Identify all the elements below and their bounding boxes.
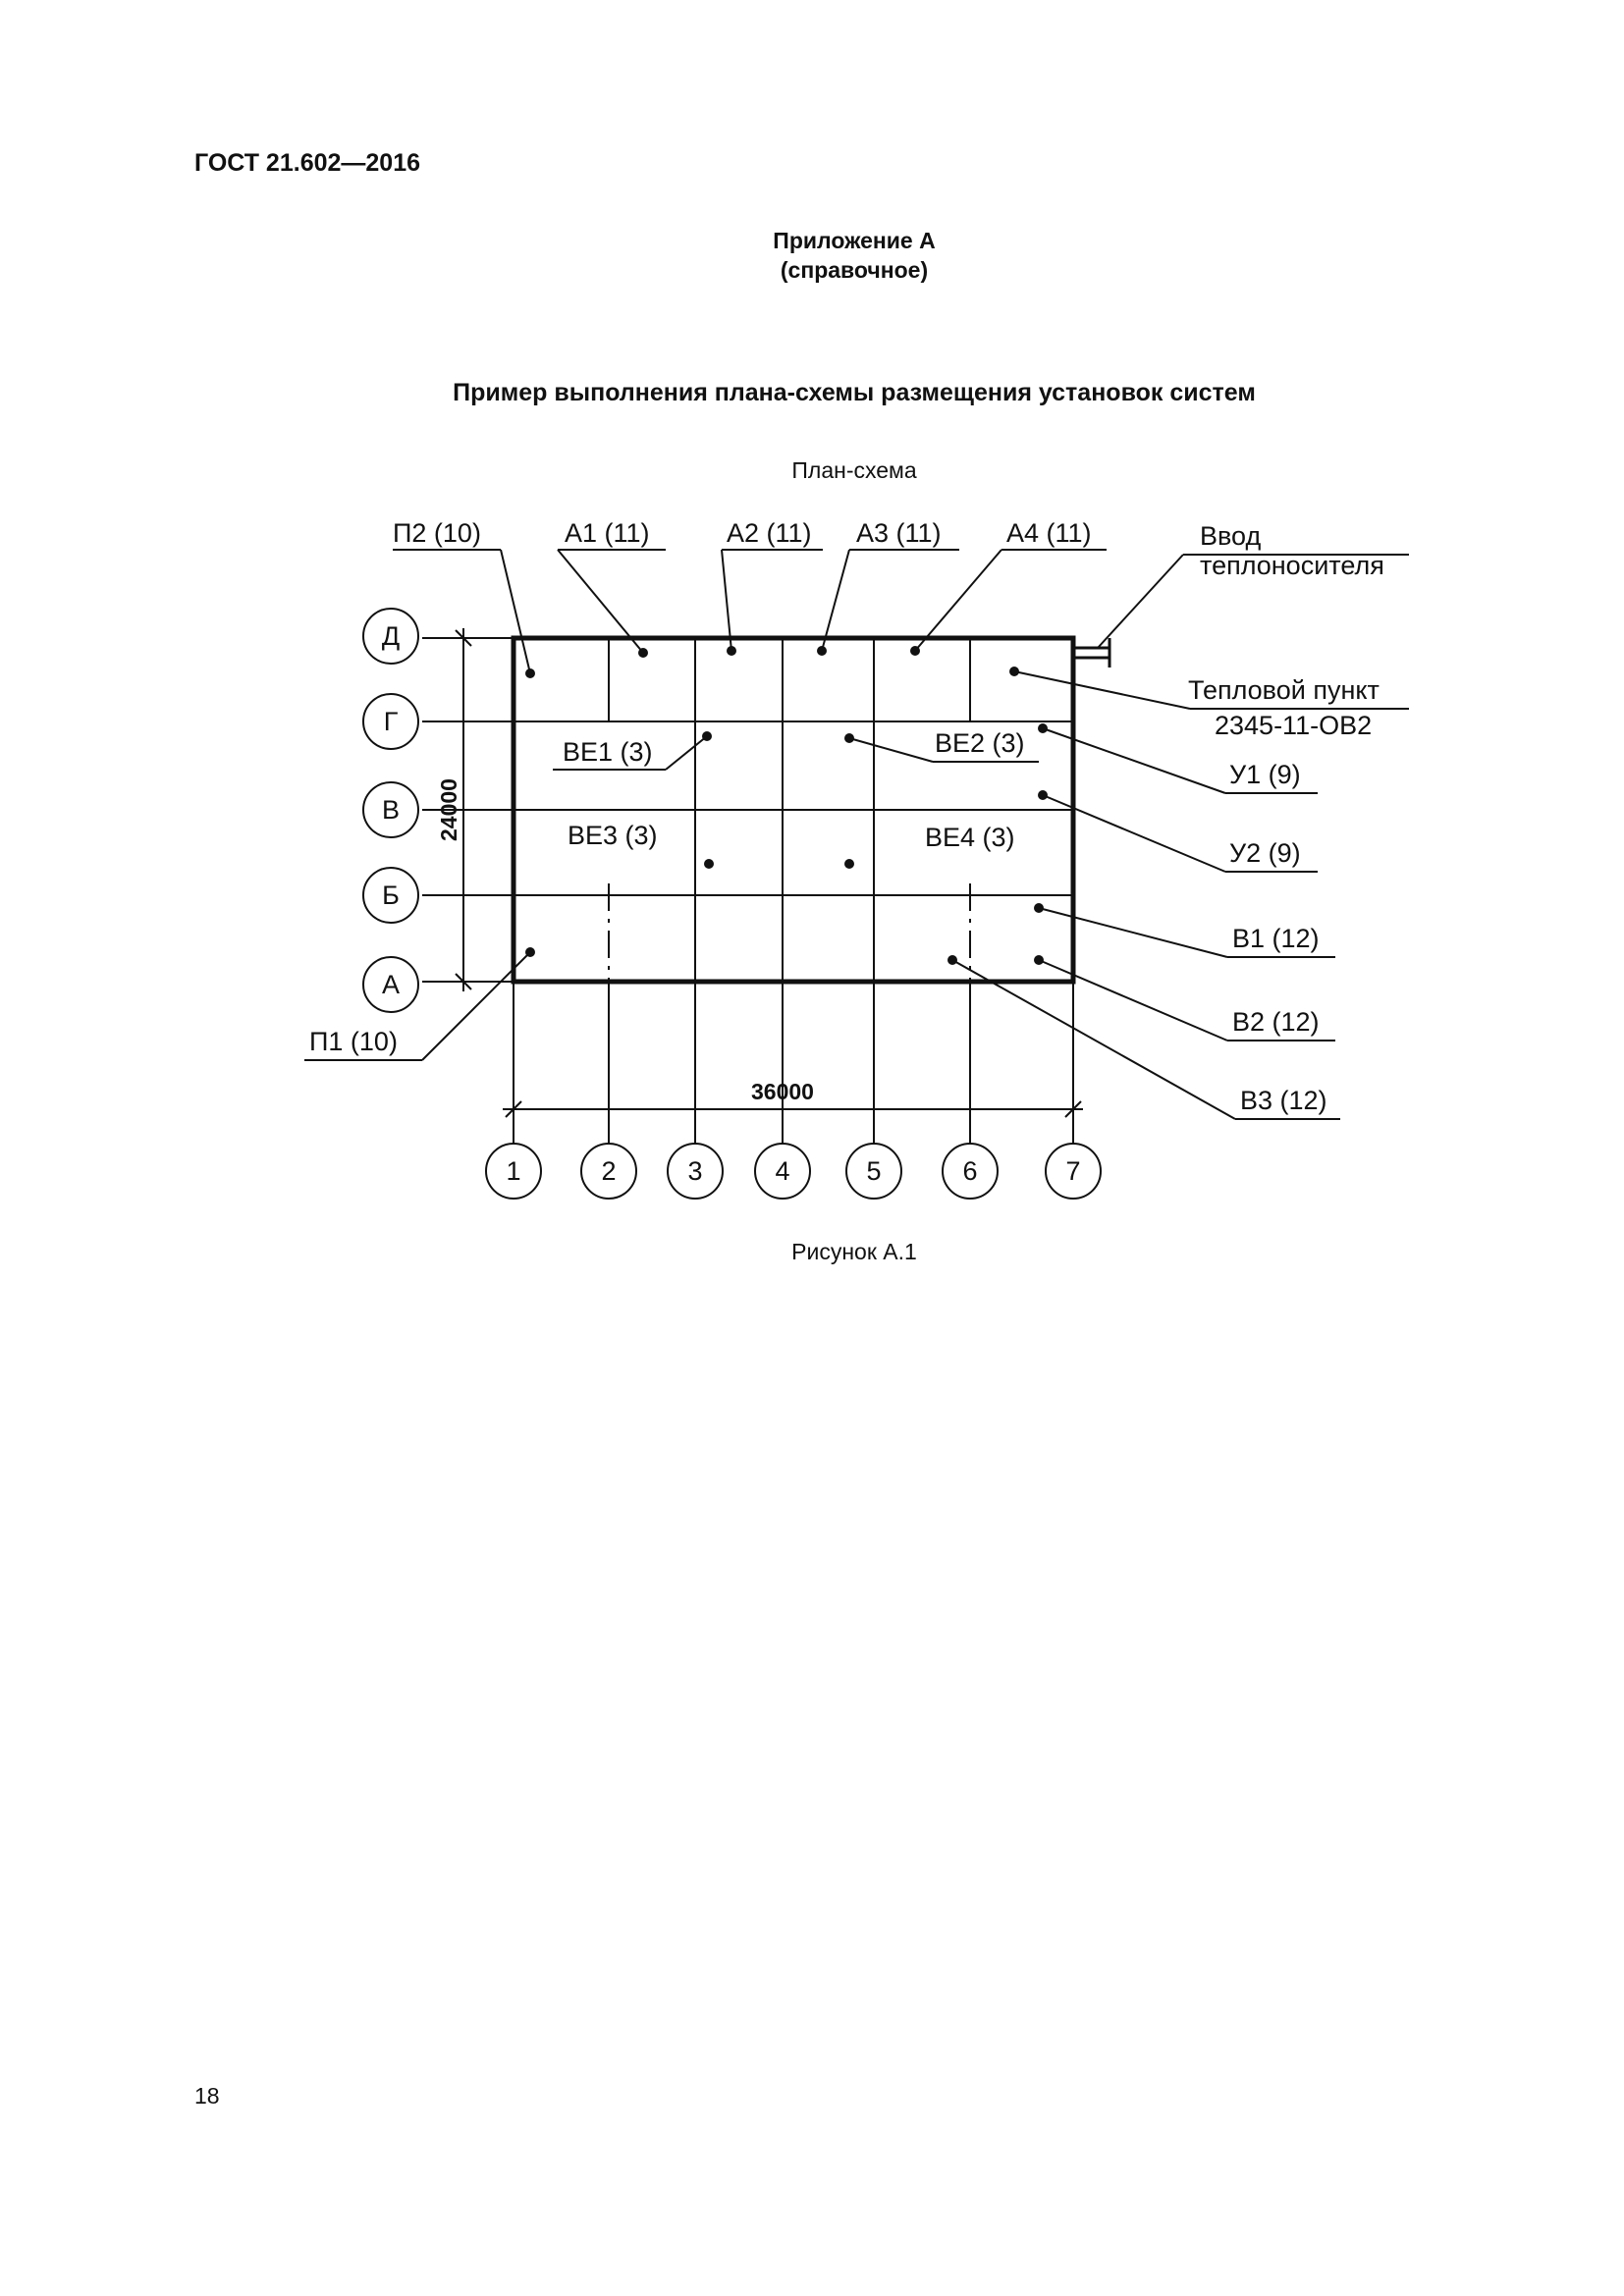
dimension-tick — [455, 629, 472, 647]
figure-caption: Рисунок А.1 — [791, 1239, 917, 1264]
leader-dot — [817, 646, 827, 656]
leader-dot — [1009, 667, 1019, 676]
leader-line — [914, 549, 1002, 652]
label-p1: П1 (10) — [309, 1027, 398, 1056]
label-ve1: ВЕ1 (3) — [563, 737, 653, 767]
label-a4: А4 (11) — [1006, 518, 1092, 548]
row-axis-label: Б — [382, 881, 400, 910]
leader-dot — [525, 668, 535, 678]
leader-line — [1042, 794, 1226, 873]
leader-dot — [1038, 790, 1048, 800]
appendix-title: Приложение А — [773, 228, 936, 253]
leader-dot — [704, 859, 714, 869]
label-v3: В3 (12) — [1240, 1086, 1327, 1115]
label-input-line2: теплоносителя — [1200, 551, 1384, 580]
label-a3: А3 (11) — [856, 518, 942, 548]
leader-dot — [1038, 723, 1048, 733]
dimension-height: 24000 — [436, 778, 461, 841]
leader-dot — [947, 955, 957, 965]
scheme-title: План-схема — [791, 457, 917, 483]
leader-line — [421, 951, 531, 1061]
label-heat-point-line1: Тепловой пункт — [1188, 675, 1380, 705]
leader-line — [821, 549, 850, 652]
leader-line — [557, 549, 644, 654]
leader-line — [1013, 670, 1191, 710]
leader-line — [1038, 959, 1228, 1041]
column-axis-circle — [485, 1143, 542, 1200]
label-p2: П2 (10) — [393, 518, 481, 548]
appendix-note: (справочное) — [780, 257, 929, 283]
column-axis-label: 7 — [1065, 1156, 1080, 1186]
label-v1: В1 (12) — [1232, 924, 1320, 953]
label-input-line1: Ввод — [1200, 521, 1261, 551]
leader-dot — [1034, 955, 1044, 965]
column-axis-label: 3 — [687, 1156, 702, 1186]
label-v2: В2 (12) — [1232, 1007, 1320, 1037]
row-axis-circle — [362, 956, 419, 1013]
leader-dot — [702, 731, 712, 741]
dimension-tick — [505, 1100, 522, 1118]
leader-line — [1038, 907, 1228, 958]
leader-dot — [638, 648, 648, 658]
column-axis-label: 6 — [962, 1156, 977, 1186]
column-axis-label: 4 — [775, 1156, 789, 1186]
label-u2: У2 (9) — [1229, 838, 1301, 868]
leader-line — [721, 549, 732, 652]
column-axis-circle — [754, 1143, 811, 1200]
leader-line — [951, 959, 1236, 1120]
leader-line — [1097, 554, 1184, 649]
leader-dot — [727, 646, 736, 656]
column-axis-circle — [580, 1143, 637, 1200]
dimension-tick — [1064, 1100, 1082, 1118]
row-axis-circle — [362, 867, 419, 924]
leader-dot — [844, 733, 854, 743]
page-number: 18 — [194, 2083, 220, 2109]
column-axis-circle — [667, 1143, 724, 1200]
column-axis-circle — [845, 1143, 902, 1200]
label-a2: А2 (11) — [727, 518, 812, 548]
leader-dot — [525, 947, 535, 957]
leader-line — [665, 735, 708, 771]
row-axis-circle — [362, 781, 419, 838]
leader-line — [848, 737, 934, 763]
row-axis-circle — [362, 693, 419, 750]
leader-dot — [1034, 903, 1044, 913]
column-axis-label: 5 — [866, 1156, 881, 1186]
label-ve2: ВЕ2 (3) — [935, 728, 1025, 758]
document-code: ГОСТ 21.602—2016 — [194, 149, 421, 177]
leader-line — [1042, 727, 1226, 794]
plan-diagram: Д Г В Б А 1 2 3 4 5 6 7 24000 36000 П2 (… — [304, 518, 1409, 1200]
label-u1: У1 (9) — [1229, 760, 1301, 789]
leader-line — [500, 549, 531, 674]
row-axis-circle — [362, 608, 419, 665]
column-axis-label: 1 — [506, 1156, 520, 1186]
figure-main-title: Пример выполнения плана-схемы размещения… — [453, 379, 1256, 406]
column-axis-circle — [1045, 1143, 1102, 1200]
label-ve3: ВЕ3 (3) — [568, 821, 658, 850]
leader-dot — [910, 646, 920, 656]
dimension-tick — [455, 973, 472, 990]
dimension-width: 36000 — [751, 1079, 814, 1104]
label-heat-point-line2: 2345-11-ОВ2 — [1215, 711, 1372, 740]
label-a1: А1 (11) — [565, 518, 650, 548]
column-axis-circle — [942, 1143, 999, 1200]
column-axis-label: 2 — [601, 1156, 616, 1186]
row-axis-label: Д — [382, 621, 400, 651]
row-axis-label: А — [382, 970, 400, 999]
label-ve4: ВЕ4 (3) — [925, 823, 1015, 852]
row-axis-label: В — [382, 795, 400, 825]
leader-dot — [844, 859, 854, 869]
row-axis-label: Г — [384, 707, 399, 736]
